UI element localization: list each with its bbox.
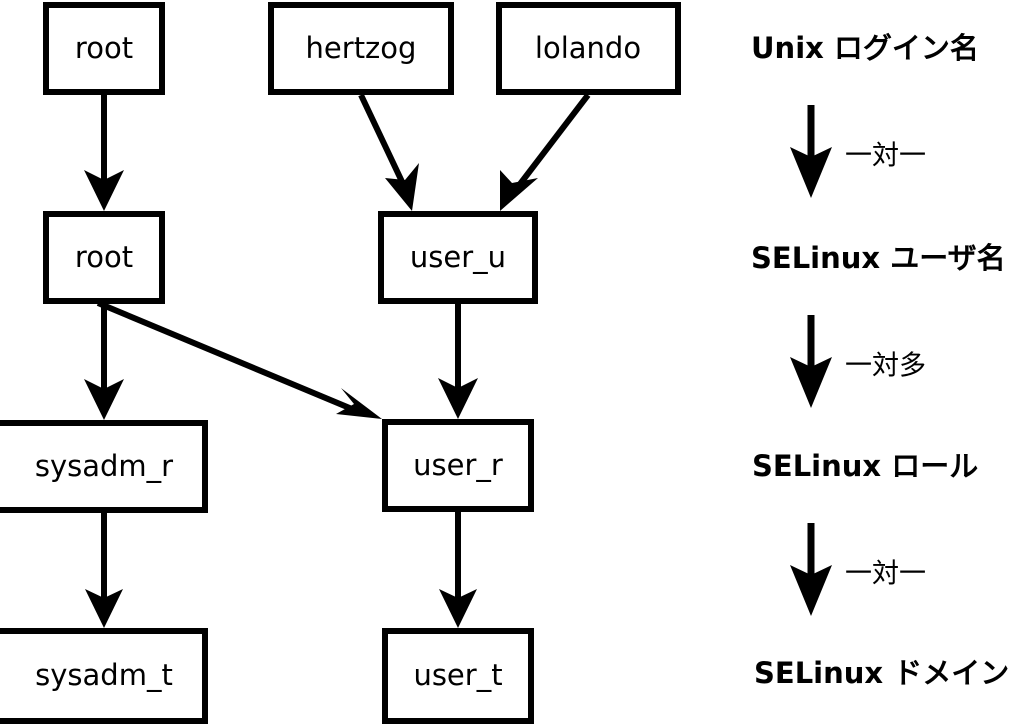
node-unix-hertzog[interactable]: hertzog <box>268 2 454 95</box>
node-label: user_r <box>413 448 503 482</box>
legend-cardinality-label: 一対一 <box>845 141 926 172</box>
arrow-head-icon <box>500 170 538 211</box>
node-label: lolando <box>535 31 641 65</box>
edge-lolando-to-user-u <box>500 93 591 211</box>
arrow-head-icon <box>790 357 832 408</box>
edge-seuser-root-to-user-r <box>96 300 382 419</box>
legend-layer-label-unix-login-name: Unix ログイン名 <box>751 31 979 65</box>
edge-hertzog-to-user-u <box>358 93 419 211</box>
edge-user-u-to-user-r <box>438 304 478 419</box>
legend-arrow-one-to-one-1: 一対一 <box>790 105 926 198</box>
legend-layer-label-selinux-user: SELinux ユーザ名 <box>751 241 1006 275</box>
arrow-head-icon <box>84 379 124 420</box>
legend-arrow-one-to-one-2: 一対一 <box>790 523 926 616</box>
node-domain-user-t[interactable]: user_t <box>382 628 534 724</box>
arrow-head-icon <box>336 388 382 419</box>
edge-sysadm-r-to-sysadm-t <box>85 513 123 628</box>
node-label: sysadm_t <box>35 658 173 692</box>
node-label: hertzog <box>306 31 417 65</box>
legend-column: Unix ログイン名 一対一 SELinux ユーザ名 一対多 SELinux … <box>751 31 1009 690</box>
edge-seuser-root-to-sysadm-r <box>84 304 124 420</box>
nodes-group: root hertzog lolando root user_u sysadm_ <box>0 2 681 724</box>
arrow-head-icon <box>385 163 419 211</box>
arrow-head-icon <box>84 170 124 211</box>
node-label: user_t <box>413 658 502 692</box>
arrow-head-icon <box>438 378 478 419</box>
legend-cardinality-label: 一対一 <box>845 559 926 590</box>
node-domain-sysadm-t[interactable]: sysadm_t <box>0 628 208 724</box>
node-unix-root[interactable]: root <box>43 2 165 95</box>
legend-layer-label-selinux-domain: SELinux ドメイン <box>754 656 1009 690</box>
legend-layer-label-selinux-role: SELinux ロール <box>752 449 978 483</box>
edge-unix-root-to-seuser-root <box>84 95 124 211</box>
arrow-head-icon <box>790 147 832 198</box>
edges-group <box>84 93 591 628</box>
node-seuser-root[interactable]: root <box>43 211 165 304</box>
arrow-head-icon <box>85 589 123 628</box>
legend-arrow-one-to-many: 一対多 <box>790 315 926 408</box>
arrow-head-icon <box>439 589 477 628</box>
node-unix-lolando[interactable]: lolando <box>496 2 681 95</box>
edge-user-r-to-user-t <box>439 512 477 628</box>
node-label: user_u <box>410 240 506 274</box>
arrow-head-icon <box>790 565 832 616</box>
node-label: sysadm_r <box>35 449 173 483</box>
node-label: root <box>75 31 133 65</box>
legend-cardinality-label: 一対多 <box>845 351 926 382</box>
node-role-user-r[interactable]: user_r <box>382 419 534 512</box>
node-seuser-user-u[interactable]: user_u <box>378 211 538 304</box>
node-role-sysadm-r[interactable]: sysadm_r <box>0 420 208 513</box>
node-label: root <box>75 240 133 274</box>
